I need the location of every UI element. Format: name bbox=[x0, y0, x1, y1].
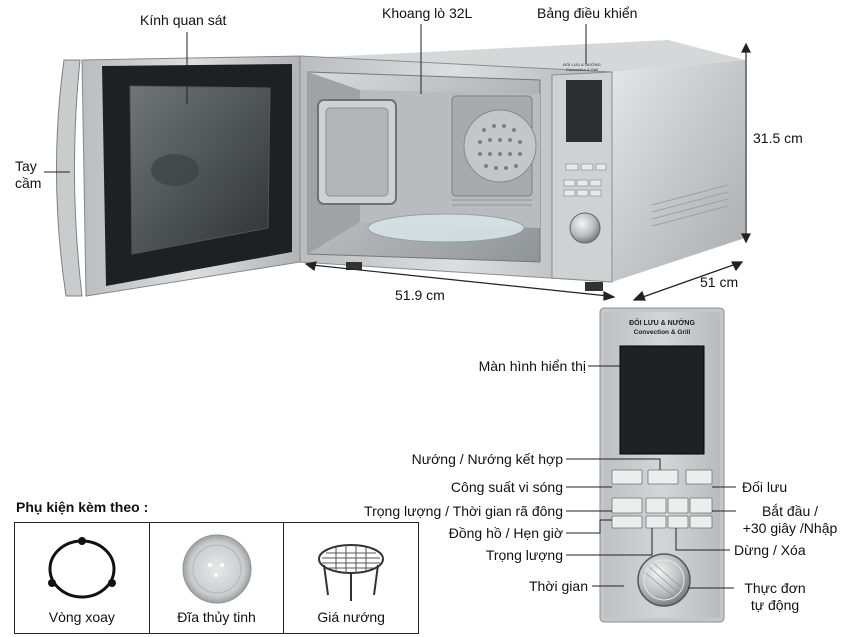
label-cavity: Khoang lò 32L bbox=[382, 5, 473, 21]
label-auto-menu: Thực đơn tự động bbox=[744, 580, 806, 613]
accessory-label: Vòng xoay bbox=[48, 609, 115, 625]
accessory-label: Giá nướng bbox=[317, 609, 385, 625]
label-grill-combo: Nướng / Nướng kết hợp bbox=[411, 451, 563, 467]
control-panel-enlarged bbox=[599, 307, 725, 623]
label-start: Bắt đầu / +30 giây /Nhập bbox=[742, 503, 838, 536]
accessory-grill-rack: Giá nướng bbox=[284, 523, 418, 633]
label-stop-clear: Dừng / Xóa bbox=[734, 542, 806, 558]
grill-rack-icon bbox=[318, 544, 385, 601]
label-control-panel: Bảng điều khiển bbox=[537, 5, 638, 21]
dimension-depth: 51 cm bbox=[700, 274, 739, 290]
accessories-title: Phụ kiện kèm theo : bbox=[16, 499, 149, 515]
glass-plate-icon bbox=[182, 534, 252, 604]
dimension-width: 51.9 cm bbox=[395, 287, 445, 303]
label-weight: Trọng lượng bbox=[485, 547, 563, 563]
microwave-door bbox=[56, 55, 301, 297]
dimension-height: 31.5 cm bbox=[753, 130, 803, 146]
accessory-glass-plate: Đĩa thủy tinh bbox=[150, 523, 285, 633]
accessory-label: Đĩa thủy tinh bbox=[177, 609, 256, 625]
label-convection: Đối lưu bbox=[742, 479, 788, 495]
microwave-body bbox=[299, 40, 745, 291]
label-display: Màn hình hiển thị bbox=[478, 358, 586, 374]
small-panel-brand-line2: Convection & Grill bbox=[565, 67, 598, 72]
roller-ring-icon bbox=[48, 537, 116, 599]
label-clock-timer: Đồng hồ / Hẹn giờ bbox=[448, 525, 563, 541]
accessories-table: Vòng xoay Đĩa thủy tinh Giá nướng bbox=[14, 522, 419, 634]
label-handle: Tay cầm bbox=[15, 158, 42, 191]
small-panel-brand-line1: ĐỐI LƯU & NƯỚNG bbox=[563, 62, 601, 67]
label-microwave-power: Công suất vi sóng bbox=[450, 479, 563, 495]
label-window: Kính quan sát bbox=[140, 12, 227, 28]
panel-brand-line1: ĐỐI LƯU & NƯỚNG bbox=[629, 320, 695, 327]
label-time: Thời gian bbox=[529, 578, 588, 594]
panel-brand-line2: Convection & Grill bbox=[633, 329, 691, 336]
accessory-roller-ring: Vòng xoay bbox=[15, 523, 150, 633]
label-weight-defrost: Trọng lượng / Thời gian rã đông bbox=[364, 503, 563, 519]
